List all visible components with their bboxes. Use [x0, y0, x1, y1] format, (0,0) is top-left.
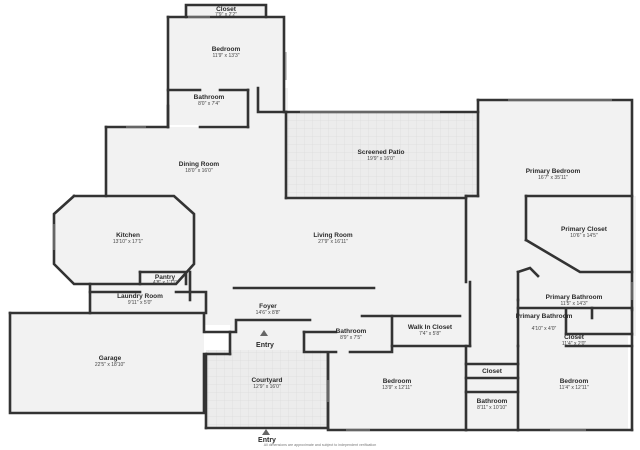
room-dims-bedroom-bottom-mid: 13'9" x 12'11": [382, 385, 412, 391]
floor-fills: [10, 5, 636, 430]
room-dims-bathroom-bottom: 8'11" x 10'10": [477, 405, 507, 411]
room-dims-bedroom-bottom-right: 11'4" x 12'11": [559, 385, 589, 391]
room-label-bedroom-top: Bedroom: [212, 46, 241, 53]
entry-arrow-courtyard[interactable]: [262, 429, 270, 435]
room-label-closet-right: Closet: [564, 334, 585, 341]
room-label-living-room: Living Room: [313, 232, 353, 239]
windows: [53, 16, 633, 431]
entry-label-courtyard: Entry: [258, 437, 276, 444]
disclaimer-text: All dimensions are approximate and subje…: [263, 443, 377, 447]
room-label-primary-bathroom-small: Primary Bathroom: [516, 313, 573, 320]
room-label-closet-mid: Closet: [482, 368, 503, 375]
room-label-screened-patio: Screened Patio: [358, 149, 405, 156]
room-dims-bedroom-top: 11'9" x 13'3": [212, 53, 239, 59]
room-label-dining-room: Dining Room: [179, 161, 220, 168]
room-dims-closet-top: 7'9" x 2'2": [215, 12, 237, 18]
room-dims-screened-patio: 19'9" x 16'0": [367, 156, 395, 162]
room-label-primary-closet: Primary Closet: [561, 226, 608, 233]
room-dims-kitchen: 13'10" x 17'1": [113, 239, 143, 245]
entry-label-foyer: Entry: [256, 342, 274, 349]
room-dims-pantry: 4'8" x 1'11": [153, 280, 177, 286]
room-label-bedroom-bottom-mid: Bedroom: [383, 378, 412, 385]
walls: [8, 3, 634, 432]
labels: Closet 7'9" x 2'2" Bedroom 11'9" x 13'3"…: [95, 6, 608, 444]
room-label-primary-bathroom: Primary Bathroom: [546, 294, 603, 301]
room-label-bedroom-bottom-right: Bedroom: [560, 378, 589, 385]
room-label-garage: Garage: [99, 355, 122, 362]
room-label-bathroom-bottom: Bathroom: [477, 398, 508, 405]
room-dims-courtyard: 12'9" x 16'0": [253, 384, 281, 390]
room-label-foyer: Foyer: [259, 303, 277, 310]
courtyard-floor: [206, 350, 328, 428]
room-dims-garage: 22'5" x 18'10": [95, 362, 125, 368]
room-dims-dining-room: 18'0" x 16'0": [185, 168, 213, 174]
room-dims-primary-bathroom-small: 4'10" x 4'0": [532, 326, 557, 332]
room-label-closet-top: Closet: [216, 6, 237, 13]
room-label-kitchen: Kitchen: [116, 232, 140, 239]
room-label-bathroom-top: Bathroom: [194, 94, 225, 101]
room-dims-primary-bathroom: 11'5" x 14'3": [560, 301, 587, 307]
screened-patio-floor: [286, 112, 478, 198]
room-dims-foyer: 14'6" x 8'8": [256, 310, 281, 316]
room-dims-living-room: 27'9" x 16'11": [318, 239, 348, 245]
room-dims-laundry-room: 9'11" x 5'0": [128, 300, 152, 306]
room-dims-primary-closet: 10'6" x 14'5": [570, 233, 598, 239]
room-dims-primary-bedroom: 16'7" x 35'11": [538, 175, 568, 181]
room-label-courtyard: Courtyard: [251, 377, 282, 384]
room-dims-walk-in-closet: 7'4" x 5'8": [419, 331, 441, 337]
room-dims-closet-right: 11'4" x 2'0": [562, 341, 586, 347]
room-label-primary-bedroom: Primary Bedroom: [526, 168, 581, 175]
room-dims-bathroom-top: 8'0" x 7'4": [198, 101, 220, 107]
room-label-laundry-room: Laundry Room: [117, 293, 163, 300]
entry-arrow-foyer[interactable]: [260, 330, 268, 336]
room-dims-bathroom-mid: 8'9" x 7'5": [340, 335, 362, 341]
room-label-walk-in-closet: Walk In Closet: [408, 324, 453, 331]
room-label-bathroom-mid: Bathroom: [336, 328, 367, 335]
room-label-pantry: Pantry: [155, 274, 176, 281]
